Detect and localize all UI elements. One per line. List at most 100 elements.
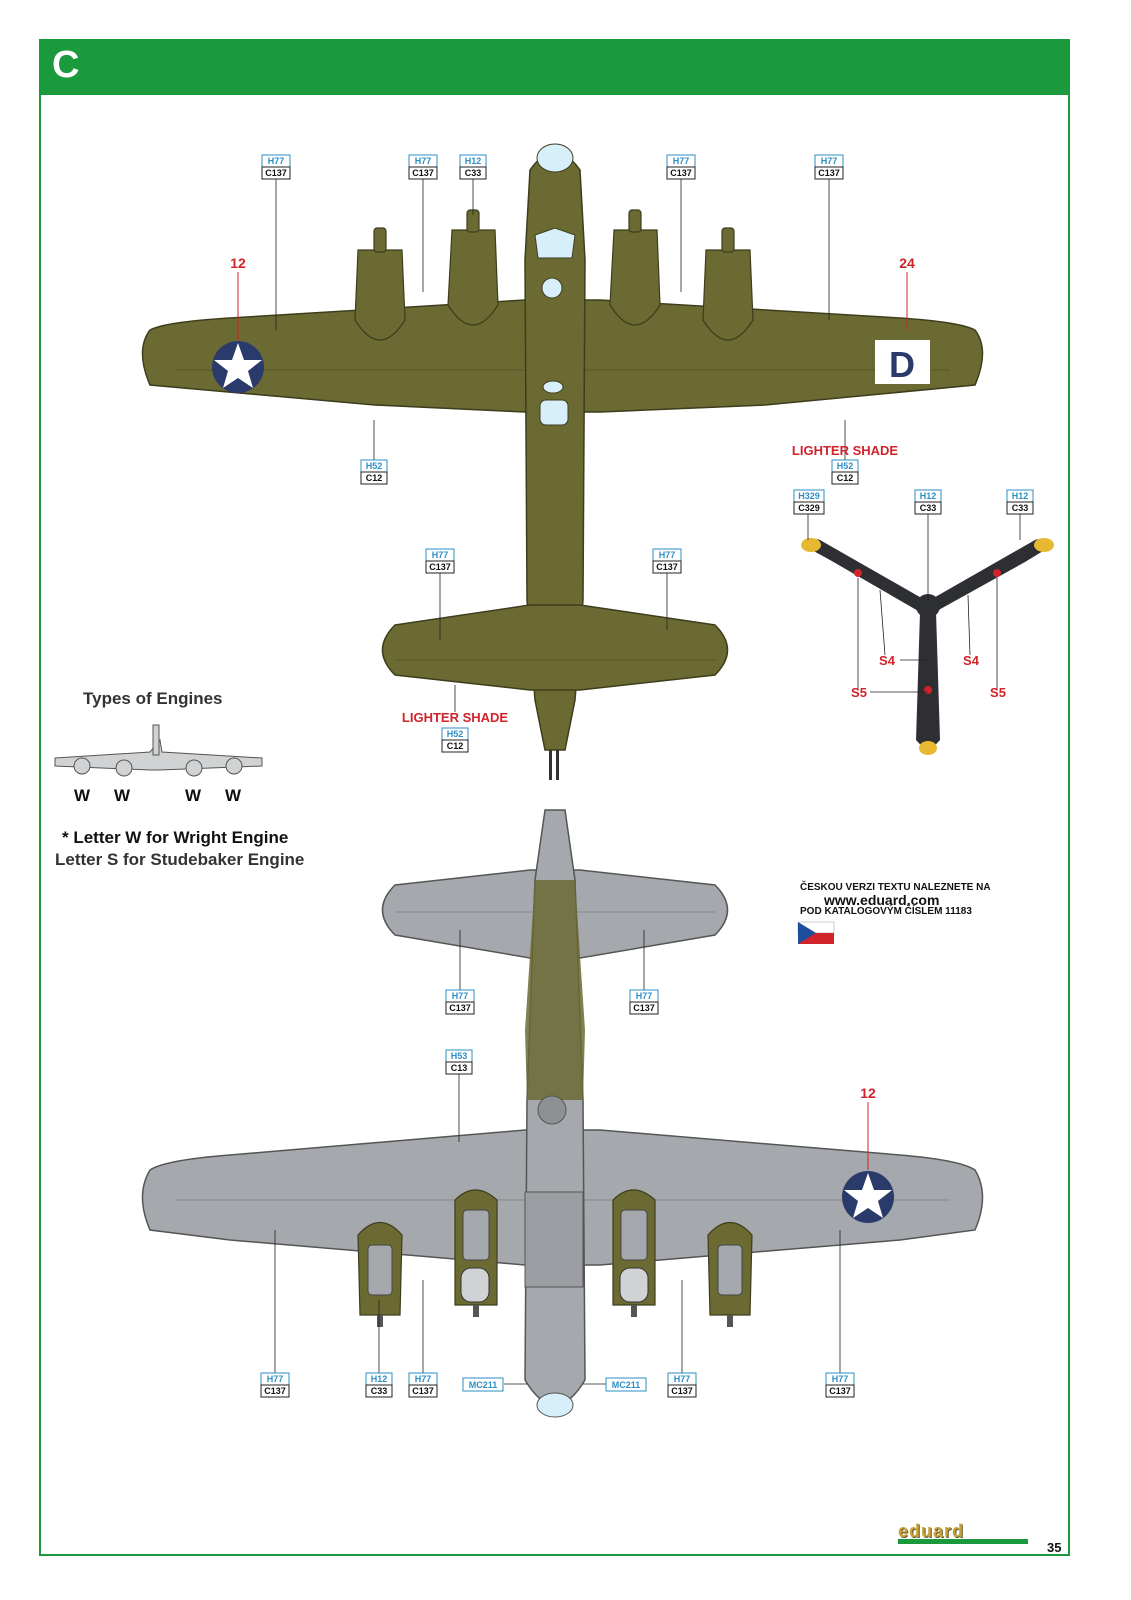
callout-box: H12 C33 [914,489,942,515]
callout-h: H12 [920,491,937,501]
mc-label-box: MC211 [462,1377,504,1392]
callout-c: C137 [264,1386,286,1396]
czech-note-line2: POD KATALOGOVÝM ČÍSLEM 11183 [800,906,972,917]
callout-box: H77 C137 [260,1372,290,1398]
callout-c: C137 [671,1386,693,1396]
lighter-shade-wing: LIGHTER SHADE [792,443,899,458]
callout-c: C12 [837,473,854,483]
callout-box: H77 C137 [408,1372,438,1398]
czech-flag [797,921,835,944]
prop-stencil-s5-left: S5 [851,685,867,700]
callout-h: H52 [366,461,383,471]
top-view-stabilizer [381,604,729,691]
fin-letter-panel [875,340,930,384]
callout-h: H77 [415,1374,432,1384]
engine-letter: W [185,786,202,805]
callout-box: H77 C137 [425,548,455,574]
mc-label: MC211 [612,1380,641,1390]
leader-lines [274,178,1021,1385]
callout-h: H77 [432,550,449,560]
callout-h: H77 [673,156,690,166]
callout-h: H77 [832,1374,849,1384]
callout-h: H12 [371,1374,388,1384]
callout-box: H52 C12 [441,727,469,753]
callout-c: C137 [670,168,692,178]
callout-box: H52 C12 [360,459,388,485]
propeller-illustration [801,538,1054,755]
czech-note: ČESKOU VERZI TEXTU NALEZNETE NA www.edua… [800,882,991,918]
callout-h: H53 [451,1051,468,1061]
engine-types-title: Types of Engines [83,689,223,708]
engine-letter: W [74,786,91,805]
page-frame [39,39,1070,1556]
stencil-24-top: 24 [899,255,915,271]
bottom-callouts: H77 C137 H77 C137 H53 C13 H77 C137 H12 C… [260,989,855,1398]
red-labels: 12 24 LIGHTER SHADE LIGHTER SHADE S4 S4 … [230,255,1006,1101]
mc-label-box: MC211 [605,1377,647,1392]
callout-c: C12 [447,741,464,751]
callout-box: H77 C137 [652,548,682,574]
callout-h: H77 [821,156,838,166]
callout-h: H52 [837,461,854,471]
engine-letter: W [225,786,242,805]
top-view-nacelles [354,209,754,341]
top-view-aircraft [141,143,984,780]
callout-box: H77 C137 [629,989,659,1015]
callout-c: C13 [451,1063,468,1073]
callout-c: C33 [465,168,482,178]
mc-label: MC211 [469,1380,498,1390]
prop-stencil-s4-right: S4 [963,653,980,668]
bottom-view-insignia [842,1171,894,1223]
callout-c: C137 [412,1386,434,1396]
callout-c: C33 [371,1386,388,1396]
callout-c: C329 [798,503,820,513]
callout-c: C137 [449,1003,471,1013]
engine-note-studebaker: Letter S for Studebaker Engine [55,850,305,869]
callout-c: C137 [412,168,434,178]
callout-h: H77 [636,991,653,1001]
top-callouts: H77 C137 H77 C137 H12 C33 H77 C137 H77 C… [261,154,859,753]
engine-note-wright: * Letter W for Wright Engine [62,828,289,847]
stencil-12-top: 12 [230,255,246,271]
lighter-shade-stabilizer: LIGHTER SHADE [402,710,509,725]
callout-h: H77 [452,991,469,1001]
callout-h: H12 [1012,491,1029,501]
callout-c: C12 [366,473,383,483]
callout-box: H77 C137 [261,154,291,180]
callout-c: C137 [829,1386,851,1396]
fin-letter: D [889,344,915,385]
callout-box: H12 C33 [459,154,487,180]
callout-box: H77 C137 [445,989,475,1015]
callout-c: C33 [920,503,937,513]
callout-h: H77 [415,156,432,166]
stencil-12-bottom: 12 [860,1085,876,1101]
header-bar [39,39,1070,95]
callout-box: H329 C329 [793,489,825,515]
callout-h: H77 [267,1374,284,1384]
profile-letter: C [52,44,80,86]
callout-box: H12 C33 [1006,489,1034,515]
callout-box: H12 C33 [365,1372,393,1398]
callout-h: H77 [659,550,676,560]
page-number: 35 [1047,1540,1062,1555]
callout-box: H77 C137 [825,1372,855,1398]
czech-note-url[interactable]: www.eduard.com [824,892,940,908]
propeller-callouts: H329 C329 H12 C33 H12 C33 [793,489,1034,515]
callout-c: C33 [1012,503,1029,513]
callout-box: H77 C137 [408,154,438,180]
callout-box: H77 C137 [667,1372,697,1398]
callout-box: H53 C13 [445,1049,473,1075]
callout-box: H77 C137 [666,154,696,180]
engine-letter: W [114,786,131,805]
callout-box: H52 C12 [831,459,859,485]
bottom-view-aircraft [141,809,984,1418]
callout-h: H329 [798,491,820,501]
callout-h: H77 [674,1374,691,1384]
czech-note-line1: ČESKOU VERZI TEXTU NALEZNETE NA [800,882,991,893]
top-view-insignia [212,341,264,393]
prop-stencil-s4-left: S4 [879,653,896,668]
callout-h: H52 [447,729,464,739]
eduard-logo: eduard [898,1521,965,1541]
callout-c: C137 [656,562,678,572]
